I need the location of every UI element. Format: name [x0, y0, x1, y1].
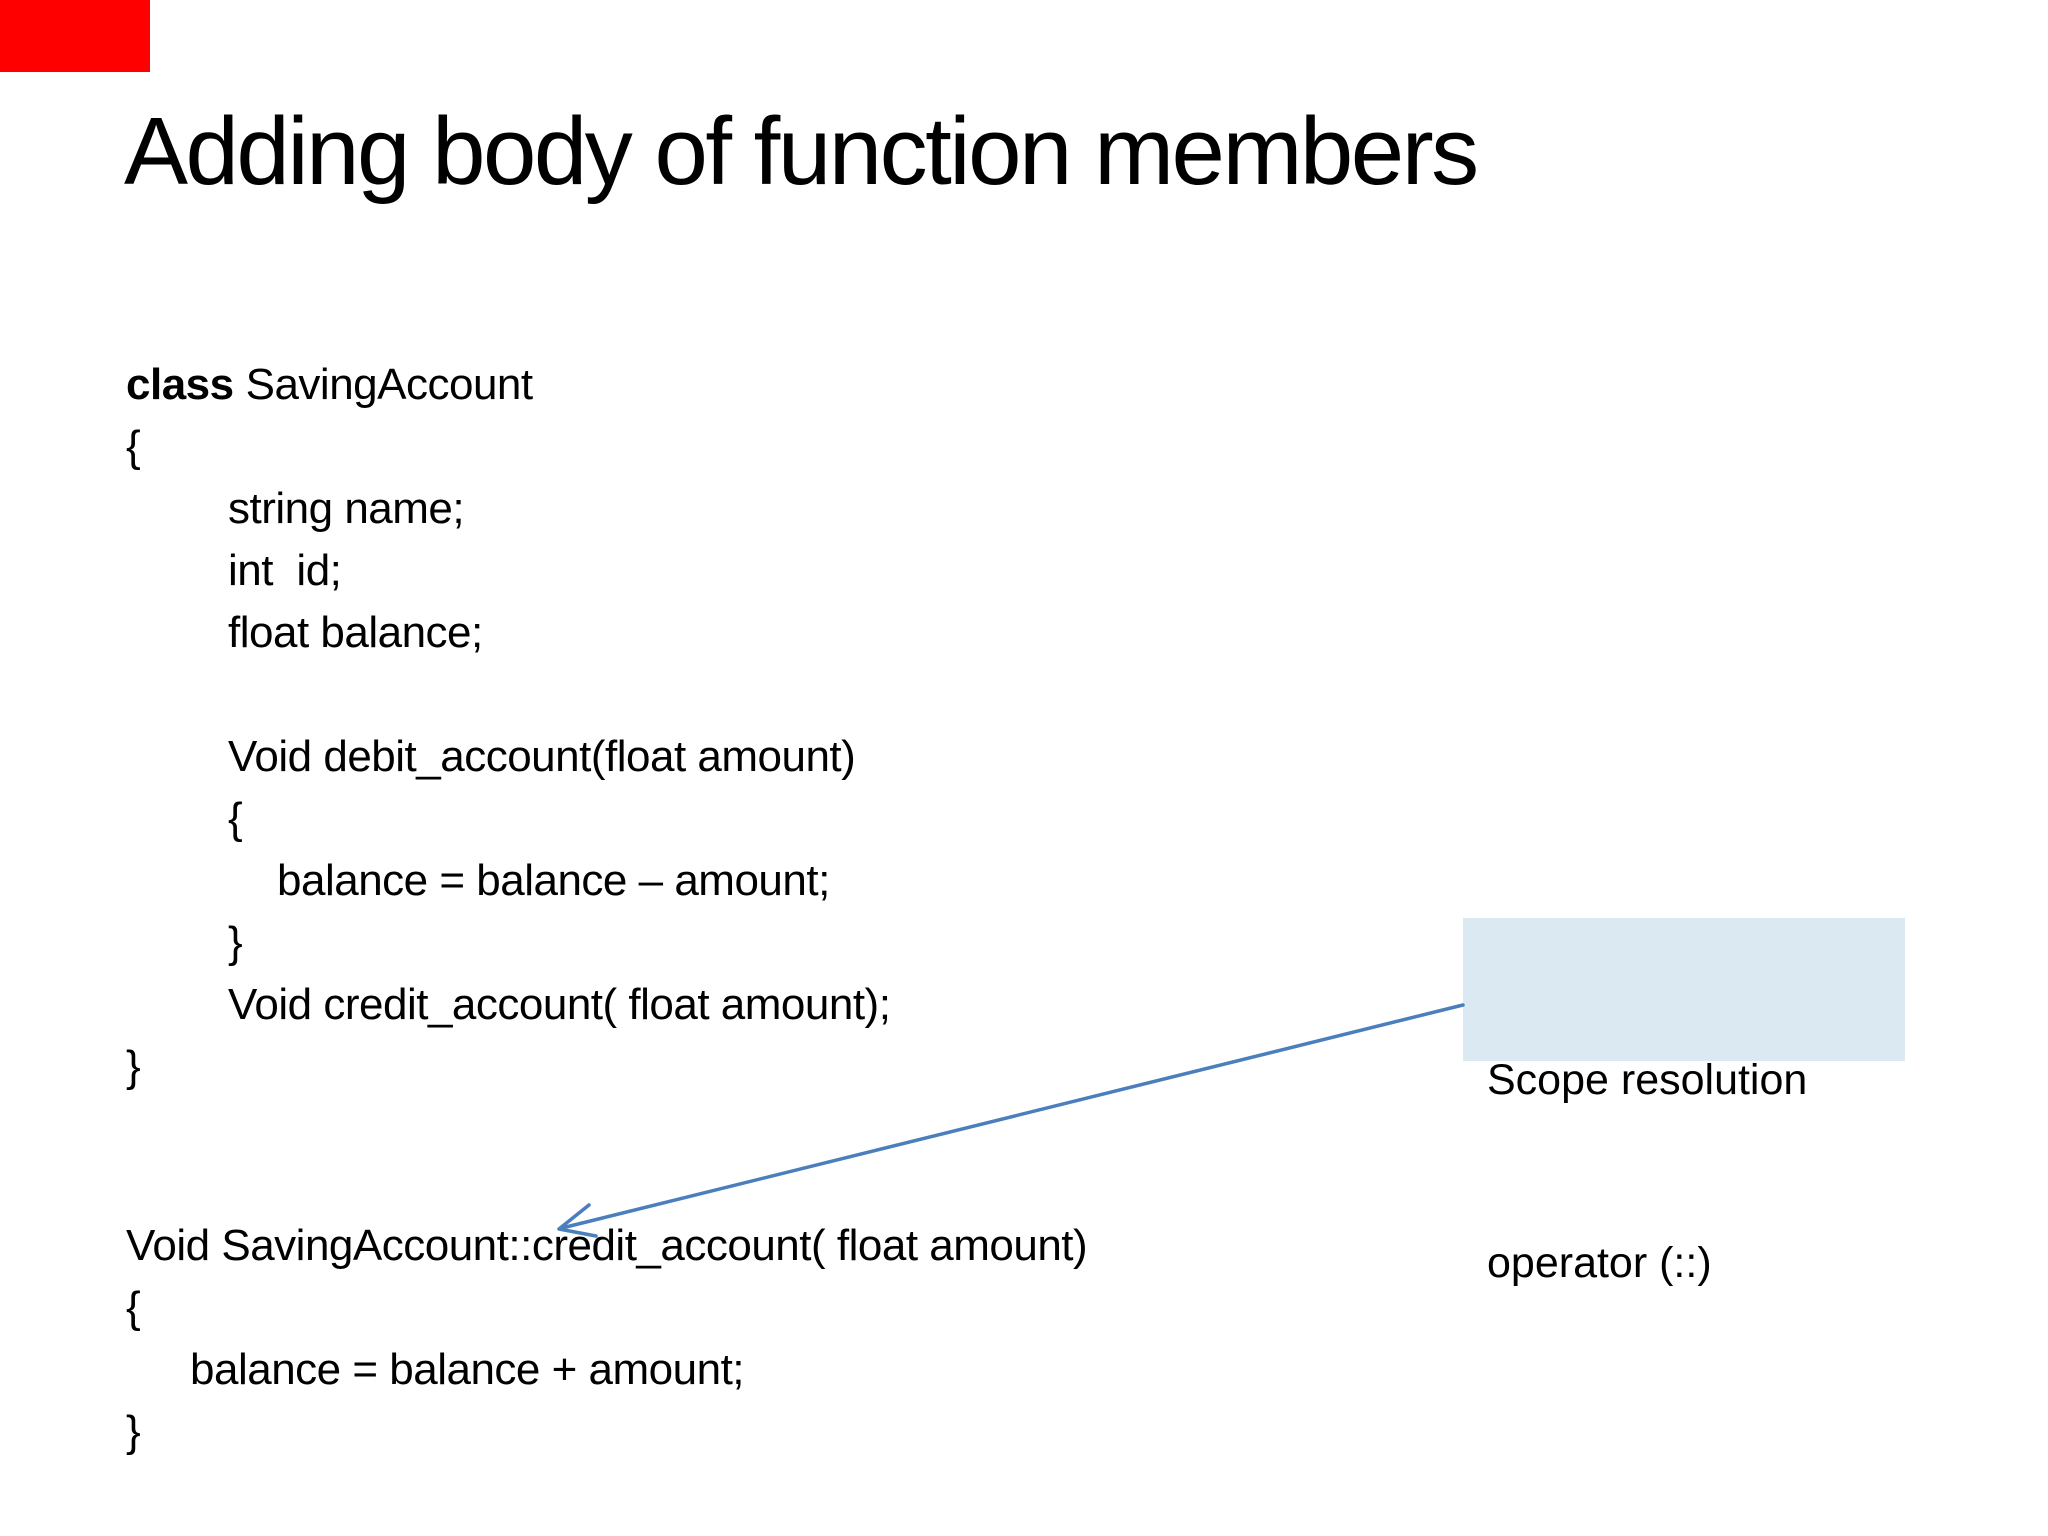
slide-title: Adding body of function members: [124, 98, 1479, 205]
callout-line-2: operator (::): [1487, 1239, 1712, 1287]
code-block-member-function-definition: Void SavingAccount::credit_account( floa…: [126, 1215, 1088, 1463]
code-line-debit-open-brace: {: [228, 794, 243, 843]
scope-resolution-callout: Scope resolution operator (::): [1463, 918, 1905, 1287]
code-line-impl-close-brace: }: [126, 1407, 141, 1456]
code-line-member-id: int id;: [228, 546, 342, 595]
code-line-open-brace: {: [126, 422, 141, 471]
class-name: SavingAccount: [245, 360, 534, 409]
callout-line-1: Scope resolution: [1487, 1056, 1808, 1104]
red-corner-marker: [0, 0, 150, 72]
code-line-debit-close-brace: }: [228, 918, 243, 967]
code-line-member-name: string name;: [228, 484, 465, 533]
code-line-impl-open-brace: {: [126, 1283, 141, 1332]
code-line-credit-prototype: Void credit_account( float amount);: [228, 980, 891, 1029]
code-line-debit-signature: Void debit_account(float amount): [228, 732, 856, 781]
keyword-class: class: [126, 360, 234, 409]
code-line-debit-body: balance = balance – amount;: [277, 856, 830, 905]
code-line-member-balance: float balance;: [228, 608, 483, 657]
code-line-class-close-brace: }: [126, 1042, 141, 1091]
code-line-impl-body: balance = balance + amount;: [190, 1345, 745, 1394]
code-line-impl-signature: Void SavingAccount::credit_account( floa…: [126, 1221, 1088, 1270]
code-line-blank: [126, 664, 890, 726]
